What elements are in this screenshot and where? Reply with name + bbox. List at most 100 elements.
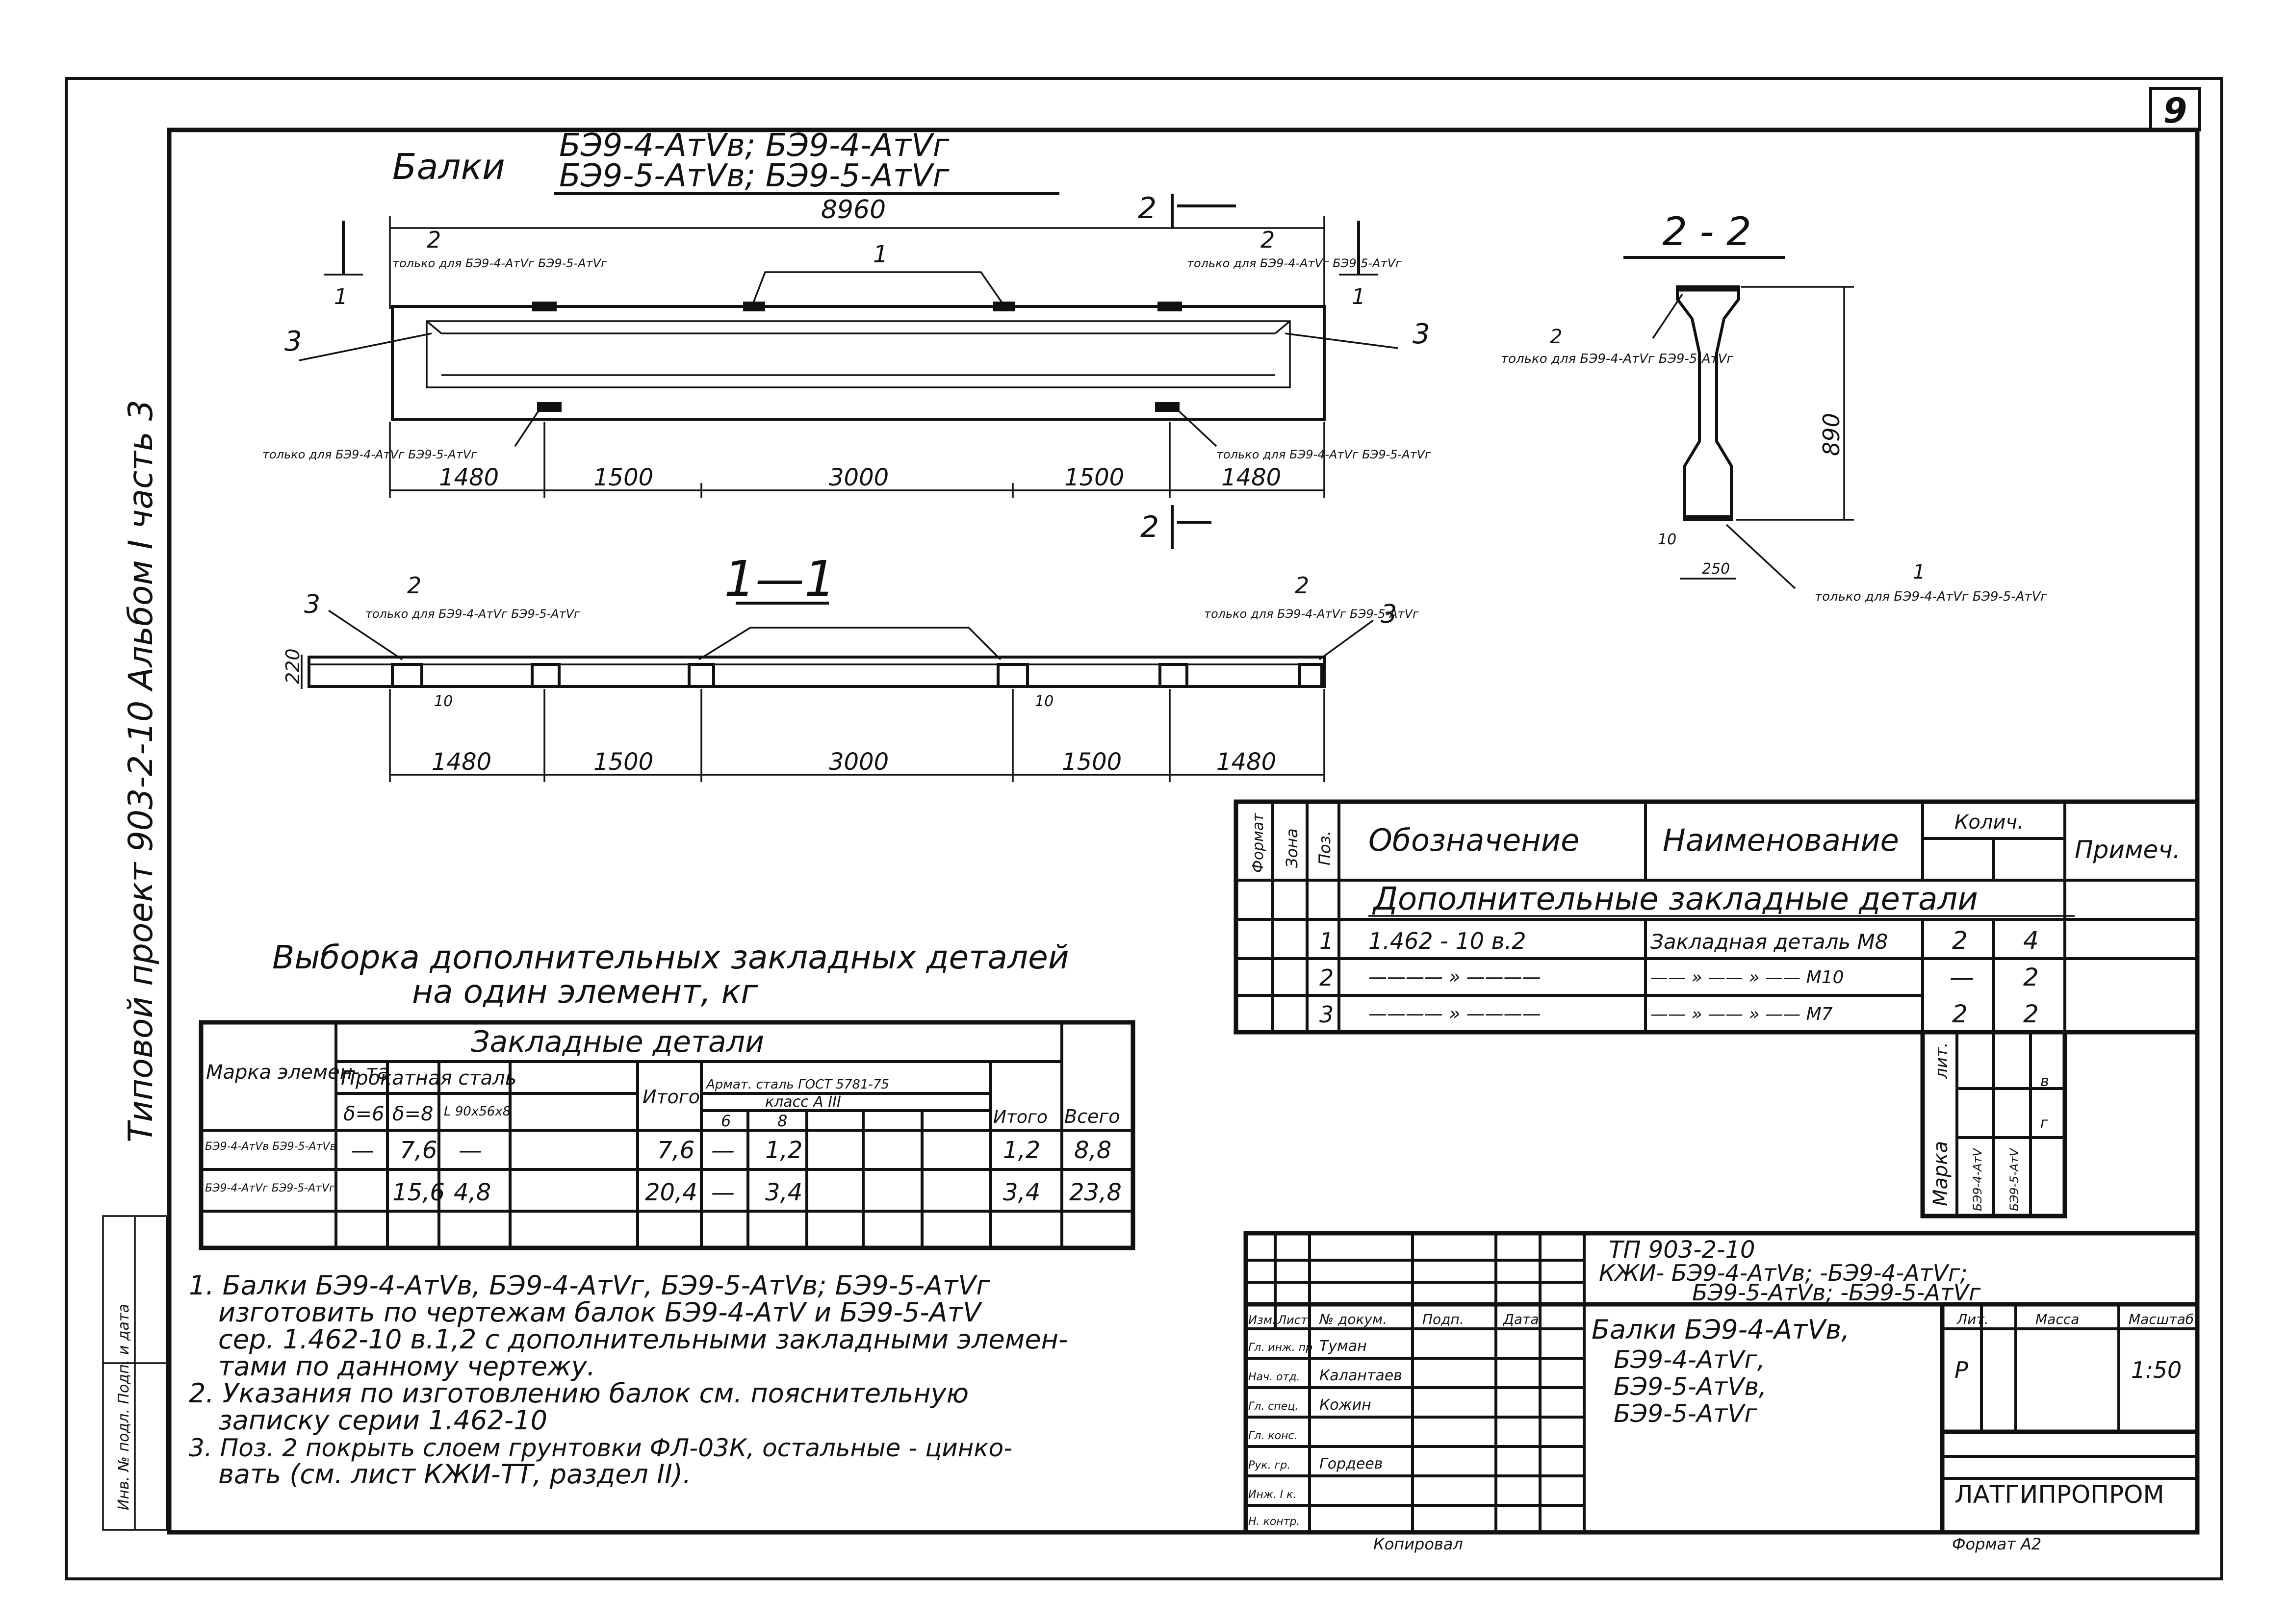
sec11-embed-c: [688, 663, 715, 688]
note-line-7: 3. Поз. 2 покрыть слоем грунтовки ФЛ-03К…: [189, 1434, 1012, 1462]
sec22-note-top: только для БЭ9-4-АтⅤг БЭ9-5-АтⅤг: [1501, 352, 1733, 366]
sel-col-mark: Марка элемен- та: [206, 1061, 389, 1084]
elev-cut-2-top-label: 2: [1138, 191, 1157, 226]
tb-code-line2: КЖИ- БЭ9-4-АтⅤв; -БЭ9-4-АтⅤг;: [1599, 1260, 1968, 1286]
sec22-small-dim: 10: [1658, 531, 1676, 548]
header-title-line2: БЭ9-5-АтⅤв; БЭ9-5-АтⅤг: [559, 158, 950, 194]
spec-row3-pos: 3: [1319, 1001, 1334, 1028]
sel-col-rebar: Армат. сталь ГОСТ 5781-75: [705, 1077, 889, 1092]
spec-row2-code: ———— » ————: [1368, 966, 1541, 988]
tb-name-2: Калантаев: [1319, 1367, 1402, 1384]
spec-row3-q2: 2: [2023, 1000, 2039, 1028]
sec11-callout-3-right: 3: [1381, 600, 1397, 629]
spec-row1-pos: 1: [1319, 928, 1334, 954]
spec-side-label2: лит.: [1932, 1042, 1952, 1079]
sec11-embed-b: [531, 663, 561, 688]
sec11-note-left: только для БЭ9-4-АтⅤг БЭ9-5-АтⅤг: [365, 607, 580, 621]
sec11-embed-d: [997, 663, 1029, 688]
sel-row1-r3: —: [459, 1137, 482, 1164]
elev-embed-bot-left: [537, 402, 562, 412]
note-line-4: тами по данному чертежу.: [218, 1351, 595, 1382]
elev-cut-1-right-label: 1: [1352, 284, 1365, 309]
elev-callout-3-left: 3: [284, 326, 302, 357]
spec-side-label: Марка: [1929, 1141, 1952, 1206]
elev-leader-3-right: [1285, 332, 1398, 349]
sel-row1-b1: —: [711, 1137, 735, 1164]
tb-header-list: Лист: [1277, 1313, 1308, 1327]
sel-sub-rolled-1: δ=6: [343, 1103, 384, 1125]
sec11-leader-3-left: [328, 609, 403, 660]
section-1-1: 1—1 220 10 10 3 2 только для БЭ9-4-АтⅤг …: [282, 550, 1419, 782]
tb-name-5: Гордеев: [1319, 1455, 1383, 1472]
elev-dim-2: 1500: [593, 464, 653, 491]
tb-header-sign: Подп.: [1422, 1311, 1464, 1327]
sec11-embed-a: [391, 663, 423, 688]
sec11-dim-3: 3000: [829, 748, 889, 776]
tb-role-3: Гл. спец.: [1248, 1400, 1298, 1413]
sec11-leader-1: [698, 627, 1002, 660]
spec-table: Формат Зона Поз. Обозначение Наименовани…: [1234, 799, 2200, 1218]
spec-row3-code: ———— » ————: [1368, 1003, 1541, 1024]
sel-col-class: класс А III: [765, 1093, 841, 1111]
elev-embed-bot-right: [1155, 402, 1180, 412]
tb-col-stage: Лит.: [1956, 1311, 1988, 1327]
sec22-height-dim: 890: [1818, 413, 1845, 456]
sel-title-1: Выборка дополнительных закладных деталей: [272, 939, 1069, 976]
sec11-small-dim-left: 10: [434, 693, 453, 710]
sel-row2-b1: —: [711, 1179, 735, 1206]
tb-doc-name-4: БЭ9-5-АтⅤг: [1614, 1399, 1757, 1428]
spec-row1-code: 1.462 - 10 в.2: [1368, 928, 1526, 954]
elev-cut-2-bot-label: 2: [1140, 510, 1159, 544]
sel-row2-b2: 3,4: [765, 1179, 802, 1206]
sheet-number-box: [2149, 87, 2201, 131]
spec-header-qty: Колич.: [1954, 811, 2024, 834]
tb-col-mass: Масса: [2035, 1311, 2079, 1327]
spec-row1-name: Закладная деталь М8: [1650, 930, 1888, 954]
title-block: ТП 903-2-10 КЖИ- БЭ9-4-АтⅤв; -БЭ9-4-АтⅤг…: [1243, 1231, 2200, 1553]
sec11-embed-f: [1298, 663, 1323, 688]
elev-leader-3-left: [299, 332, 432, 361]
tb-format: Формат А2: [1952, 1535, 2041, 1553]
sel-sub-rebar-1: 6: [721, 1112, 731, 1130]
tb-name-1: Туман: [1319, 1338, 1367, 1355]
spec-row3-q1: 2: [1952, 1000, 1968, 1028]
elev-callout-3-right: 3: [1413, 318, 1430, 350]
sec11-title: 1—1: [724, 550, 835, 608]
sel-row1-t2: 1,2: [1003, 1137, 1040, 1164]
sel-col-total-2: Итого: [993, 1107, 1048, 1127]
sec11-dim-1: 1480: [432, 748, 491, 776]
sec11-callout-2-right: 2: [1295, 572, 1309, 599]
elev-beam-inner: [426, 320, 1291, 388]
sec11-leader-3-right: [1318, 619, 1374, 660]
tb-org: ЛАТГИПРОПРОМ: [1954, 1480, 2164, 1509]
sel-table-frame: [199, 1020, 1135, 1250]
header-word: Балки: [392, 146, 505, 187]
elev-embed-top-right: [1157, 302, 1182, 311]
tb-scale: 1:50: [2131, 1357, 2182, 1383]
elevation-view: 8960 1 2 2 только для БЭ9-4-АтⅤг БЭ9-5-А…: [262, 191, 1431, 549]
sel-col-all: Всего: [1064, 1106, 1120, 1127]
spec-header-note: Примеч.: [2075, 836, 2181, 864]
spec-row2-q1: —: [1950, 963, 1974, 991]
sel-col-rolled: Прокатная сталь: [341, 1067, 516, 1090]
sel-row2-r3: 4,8: [454, 1179, 491, 1206]
elev-embed-top-mid-b: [993, 302, 1015, 311]
spec-header-format: Формат: [1250, 812, 1267, 873]
spec-side-mark-2: БЭ9-5-АтⅤ: [2007, 1148, 2021, 1211]
sec11-dim-4: 1500: [1062, 748, 1122, 776]
spec-side-suffix-1: в: [2040, 1073, 2049, 1090]
tb-col-scale: Масштаб: [2129, 1311, 2194, 1327]
elev-beam-chamfer-b: [1274, 320, 1291, 334]
elev-cut-1-left-label: 1: [334, 284, 348, 309]
outer-frame: [65, 77, 2223, 1580]
elev-embed-top-mid-a: [743, 302, 765, 311]
elev-leader-bot-right: [1176, 408, 1217, 447]
sec22-callout-2: 2: [1550, 326, 1562, 348]
tb-doc-name-3: БЭ9-5-АтⅤв,: [1614, 1372, 1767, 1401]
elev-dim-3: 3000: [829, 464, 889, 491]
sec11-callout-2-left: 2: [407, 572, 421, 599]
sheet-number: 9: [2163, 91, 2187, 131]
note-line-1: 1. Балки БЭ9-4-АтⅤв, БЭ9-4-АтⅤг, БЭ9-5-А…: [189, 1270, 990, 1301]
spec-header-zone: Зона: [1283, 828, 1301, 868]
